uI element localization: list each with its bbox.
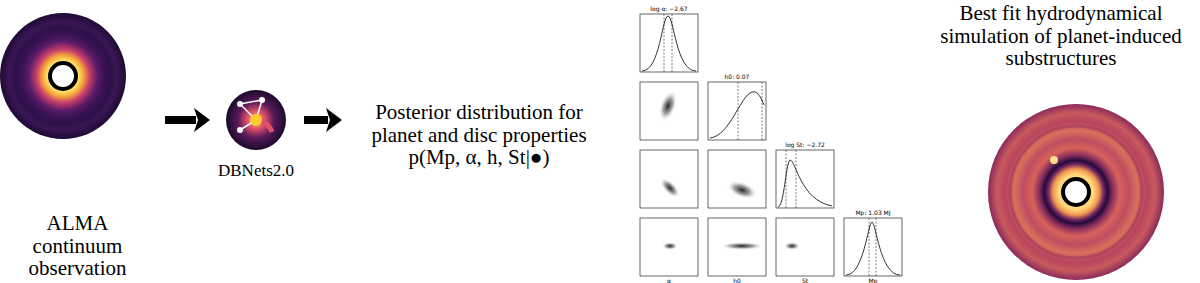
axis-label: Mp: 1.03 MJ (855, 209, 890, 216)
axis-label: Mp (869, 277, 878, 283)
caption-text: p(Mp, α, h, St|●) (408, 146, 549, 169)
figure-panel: DBNets2.0 (218, 86, 294, 180)
figure-panel: Posterior distribution for planet and di… (350, 70, 608, 200)
axis-label: log α: −2.67 (650, 5, 687, 12)
caption-text: ALMA continuum observation (0, 212, 155, 280)
caption-text: Best fit hydrodynamical simulation of pl… (925, 2, 1197, 70)
axis-label: α (667, 277, 671, 283)
caption-text: Posterior distribution for planet and di… (350, 101, 608, 146)
axis-label: h0: 0.07 (725, 73, 750, 80)
figure-panel: ALMA continuum observation (0, 10, 155, 280)
axis-label: h0 (733, 277, 741, 283)
axis-label: log St: −2.72 (785, 141, 825, 148)
axis-label: St (802, 277, 808, 283)
figure-panel: Best fit hydrodynamical simulation of pl… (925, 2, 1197, 92)
caption-text: DBNets2.0 (218, 162, 294, 180)
flow-arrow (165, 108, 210, 132)
flow-arrow (304, 108, 342, 132)
